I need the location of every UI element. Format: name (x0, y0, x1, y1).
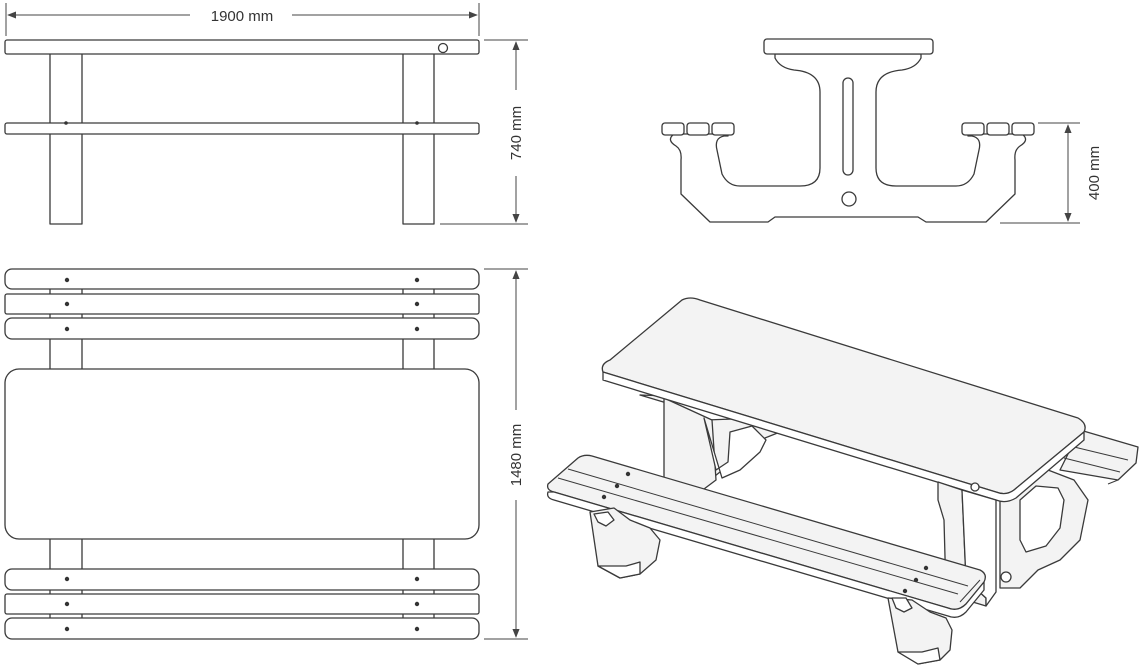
top-view-leg (49, 337, 83, 371)
isometric-view (546, 297, 1139, 665)
front-view-leg-left (49, 51, 83, 225)
side-view-slat (1011, 122, 1035, 136)
iso-tabletop-edge (602, 371, 1085, 503)
height-label: 740 mm (508, 106, 525, 160)
top-view-slat (4, 317, 480, 340)
top-view-slat (4, 568, 480, 591)
side-view-slat (961, 122, 985, 136)
top-view-slat (4, 617, 480, 640)
iso-frame-hole (1000, 571, 1012, 583)
length-dimension: 1900 mm (5, 3, 480, 36)
front-view-tabletop (4, 39, 480, 55)
side-view-slat (661, 122, 685, 136)
front-view-seat-bolt (415, 121, 419, 125)
width-dimension: 1480 mm (484, 268, 528, 640)
side-view-tabletop (763, 38, 934, 55)
side-view-hole (841, 191, 857, 207)
top-view-leg (49, 537, 83, 571)
top-view-slat (4, 293, 480, 315)
side-view-slat (711, 122, 735, 136)
front-view-leg-right (402, 51, 435, 225)
top-view-leg (402, 337, 435, 371)
side-view-slat (686, 122, 710, 136)
side-view-slot (842, 77, 854, 176)
front-view (4, 39, 480, 225)
side-view-slat (986, 122, 1010, 136)
top-view (4, 268, 480, 640)
front-view-seat (4, 122, 480, 135)
top-view-leg (402, 537, 435, 571)
length-label: 1900 mm (211, 8, 274, 25)
seat-height-dimension: 400 mm (1000, 122, 1103, 224)
side-view (661, 38, 1035, 223)
top-view-tabletop (4, 368, 480, 540)
front-view-bolt-hole (437, 42, 449, 54)
top-view-slat (4, 268, 480, 290)
seat-height-label: 400 mm (1086, 146, 1103, 200)
iso-tabletop-bolt (970, 482, 980, 492)
width-label: 1480 mm (508, 424, 525, 487)
height-dimension: 740 mm (440, 39, 528, 225)
top-view-slat (4, 593, 480, 615)
top-view-bolts (64, 277, 420, 632)
front-view-seat-bolt (64, 121, 68, 125)
